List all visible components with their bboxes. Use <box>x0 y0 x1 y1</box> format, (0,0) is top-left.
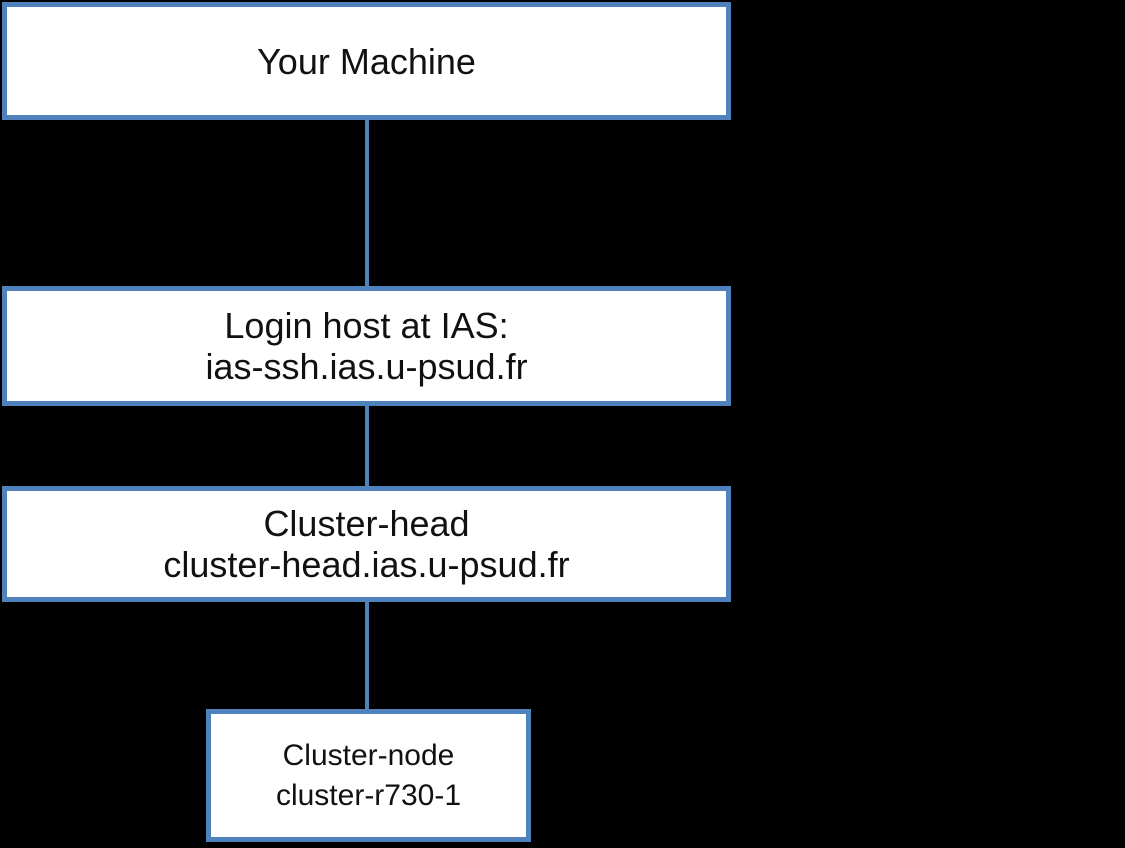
node-login-host: Login host at IAS: ias-ssh.ias.u-psud.fr <box>2 286 731 406</box>
node-cluster-head-hostname: cluster-head.ias.u-psud.fr <box>163 544 570 585</box>
node-your-machine-label: Your Machine <box>257 40 476 82</box>
connector-login-host-to-cluster-head <box>365 406 369 486</box>
node-cluster-head-title: Cluster-head <box>263 503 470 544</box>
node-login-host-hostname: ias-ssh.ias.u-psud.fr <box>205 346 528 387</box>
node-cluster-node-hostname: cluster-r730-1 <box>275 778 462 812</box>
connector-cluster-head-to-cluster-node <box>365 602 369 709</box>
node-login-host-title: Login host at IAS: <box>224 305 509 346</box>
node-your-machine: Your Machine <box>2 2 731 120</box>
connector-your-machine-to-login-host <box>365 120 369 286</box>
node-cluster-node-title: Cluster-node <box>282 738 455 772</box>
node-cluster-node: Cluster-node cluster-r730-1 <box>206 709 531 842</box>
node-cluster-head: Cluster-head cluster-head.ias.u-psud.fr <box>2 486 731 602</box>
